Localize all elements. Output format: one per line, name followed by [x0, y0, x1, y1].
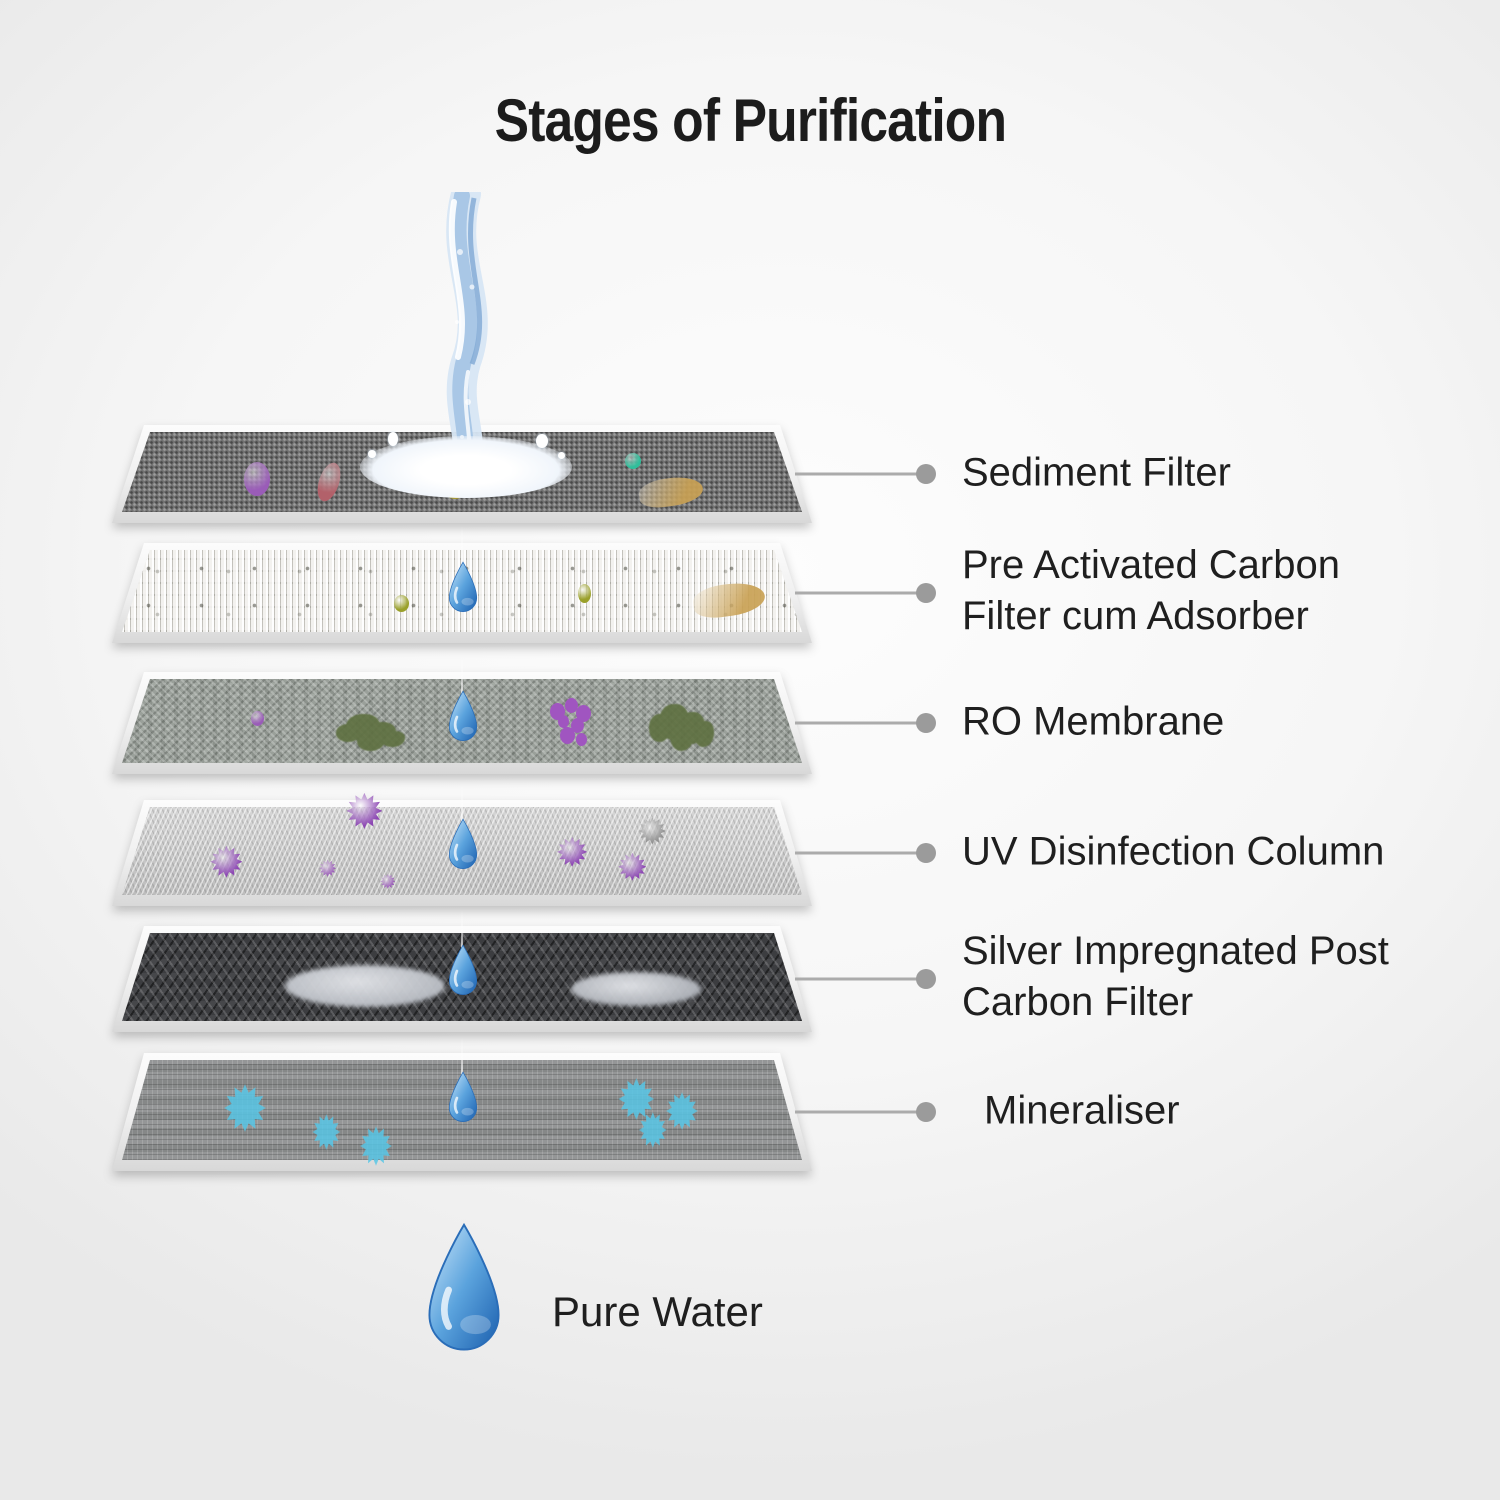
- stage-row-pre-activated-carbon: Pre Activated Carbon Filter cum Adsorber: [0, 527, 1500, 643]
- purple-particle: [244, 462, 271, 497]
- leader-line: [795, 851, 926, 855]
- sand-flake: [691, 579, 768, 622]
- drip-line: [461, 910, 463, 956]
- label-line: Sediment Filter: [962, 450, 1231, 495]
- label-line: Silver Impregnated Post: [962, 929, 1389, 974]
- stage-row-uv-disinfection: UV Disinfection Column: [0, 784, 1500, 906]
- leader-line: [795, 591, 926, 595]
- purple-virus: [319, 859, 337, 877]
- label-line: Pre Activated Carbon: [962, 543, 1340, 588]
- mineral-crystal: [666, 1092, 698, 1130]
- olive-particle: [394, 595, 409, 613]
- purple-virus: [380, 873, 396, 889]
- leader-dot: [916, 713, 936, 733]
- leader-dot: [916, 583, 936, 603]
- purple-virus: [557, 836, 588, 867]
- particle-layer: [122, 792, 802, 895]
- page-title: Stages of Purification: [494, 87, 1006, 154]
- silver-particle-cloud: [570, 971, 701, 1006]
- water-drop-icon: [444, 559, 482, 617]
- water-stream: [446, 192, 488, 474]
- purple-bacteria-cluster: [550, 702, 566, 720]
- splash-droplet: [388, 432, 398, 446]
- splash-droplet: [536, 434, 548, 448]
- water-drop-icon: [444, 942, 482, 1000]
- water-drop-icon: [444, 816, 482, 874]
- teal-particle: [625, 452, 642, 469]
- label-line: Filter cum Adsorber: [962, 593, 1309, 638]
- mineral-crystal: [224, 1084, 266, 1132]
- leader-line: [795, 472, 926, 476]
- mineral-crystal: [618, 1078, 655, 1120]
- leader-dot: [916, 843, 936, 863]
- pure-water-drop-icon: [416, 1212, 512, 1368]
- label-line: UV Disinfection Column: [962, 829, 1385, 874]
- leader-line: [795, 721, 926, 725]
- gray-virus: [638, 817, 666, 845]
- leader-dot: [916, 1102, 936, 1122]
- splash-droplet: [368, 450, 376, 458]
- water-drop-icon: [444, 1069, 482, 1127]
- stage-label-ro-membrane: RO Membrane: [962, 697, 1442, 748]
- leader-dot: [916, 464, 936, 484]
- splash-droplet: [558, 452, 565, 459]
- purple-microbe: [251, 710, 265, 726]
- stage-row-silver-post-carbon: Silver Impregnated Post Carbon Filter: [0, 910, 1500, 1032]
- pure-water-label: Pure Water: [552, 1288, 763, 1335]
- silver-particle-cloud: [285, 964, 446, 1007]
- stage-label-sediment-filter: Sediment Filter: [962, 448, 1442, 499]
- stage-label-pre-activated-carbon: Pre Activated Carbon Filter cum Adsorber: [962, 540, 1442, 642]
- label-line: Mineraliser: [984, 1088, 1180, 1133]
- purple-virus: [210, 845, 243, 878]
- purple-virus: [346, 792, 383, 829]
- title-wrap: Stages of Purification: [0, 86, 1500, 155]
- stage-row-mineraliser: Mineraliser: [0, 1037, 1500, 1171]
- purple-virus: [618, 852, 647, 881]
- drip-line: [461, 1037, 463, 1083]
- stage-label-silver-post-carbon: Silver Impregnated Post Carbon Filter: [962, 926, 1442, 1028]
- sand-flake: [637, 474, 705, 511]
- green-algae: [346, 714, 381, 741]
- stage-row-sediment-filter: Sediment Filter: [0, 425, 1500, 523]
- red-particle: [313, 460, 345, 505]
- label-line: RO Membrane: [962, 699, 1225, 744]
- stage-row-ro-membrane: RO Membrane: [0, 656, 1500, 774]
- particle-layer: [122, 679, 802, 763]
- green-algae: [659, 704, 690, 741]
- particle-layer: [122, 550, 802, 632]
- drip-line: [461, 527, 463, 573]
- stage-label-mineraliser: Mineraliser: [962, 1086, 1464, 1137]
- olive-particle: [577, 584, 591, 604]
- mineral-crystal: [312, 1114, 341, 1150]
- water-splash: [360, 432, 572, 498]
- particle-layer: [122, 933, 802, 1021]
- drip-line: [461, 656, 463, 702]
- mineral-crystal: [638, 1112, 667, 1148]
- leader-dot: [916, 969, 936, 989]
- water-drop-icon: [444, 688, 482, 746]
- stage-label-uv-disinfection: UV Disinfection Column: [962, 827, 1442, 878]
- leader-line: [795, 1110, 926, 1114]
- particle-layer: [122, 1060, 802, 1166]
- drip-line: [461, 784, 463, 830]
- label-line: Carbon Filter: [962, 979, 1194, 1024]
- leader-line: [795, 977, 926, 981]
